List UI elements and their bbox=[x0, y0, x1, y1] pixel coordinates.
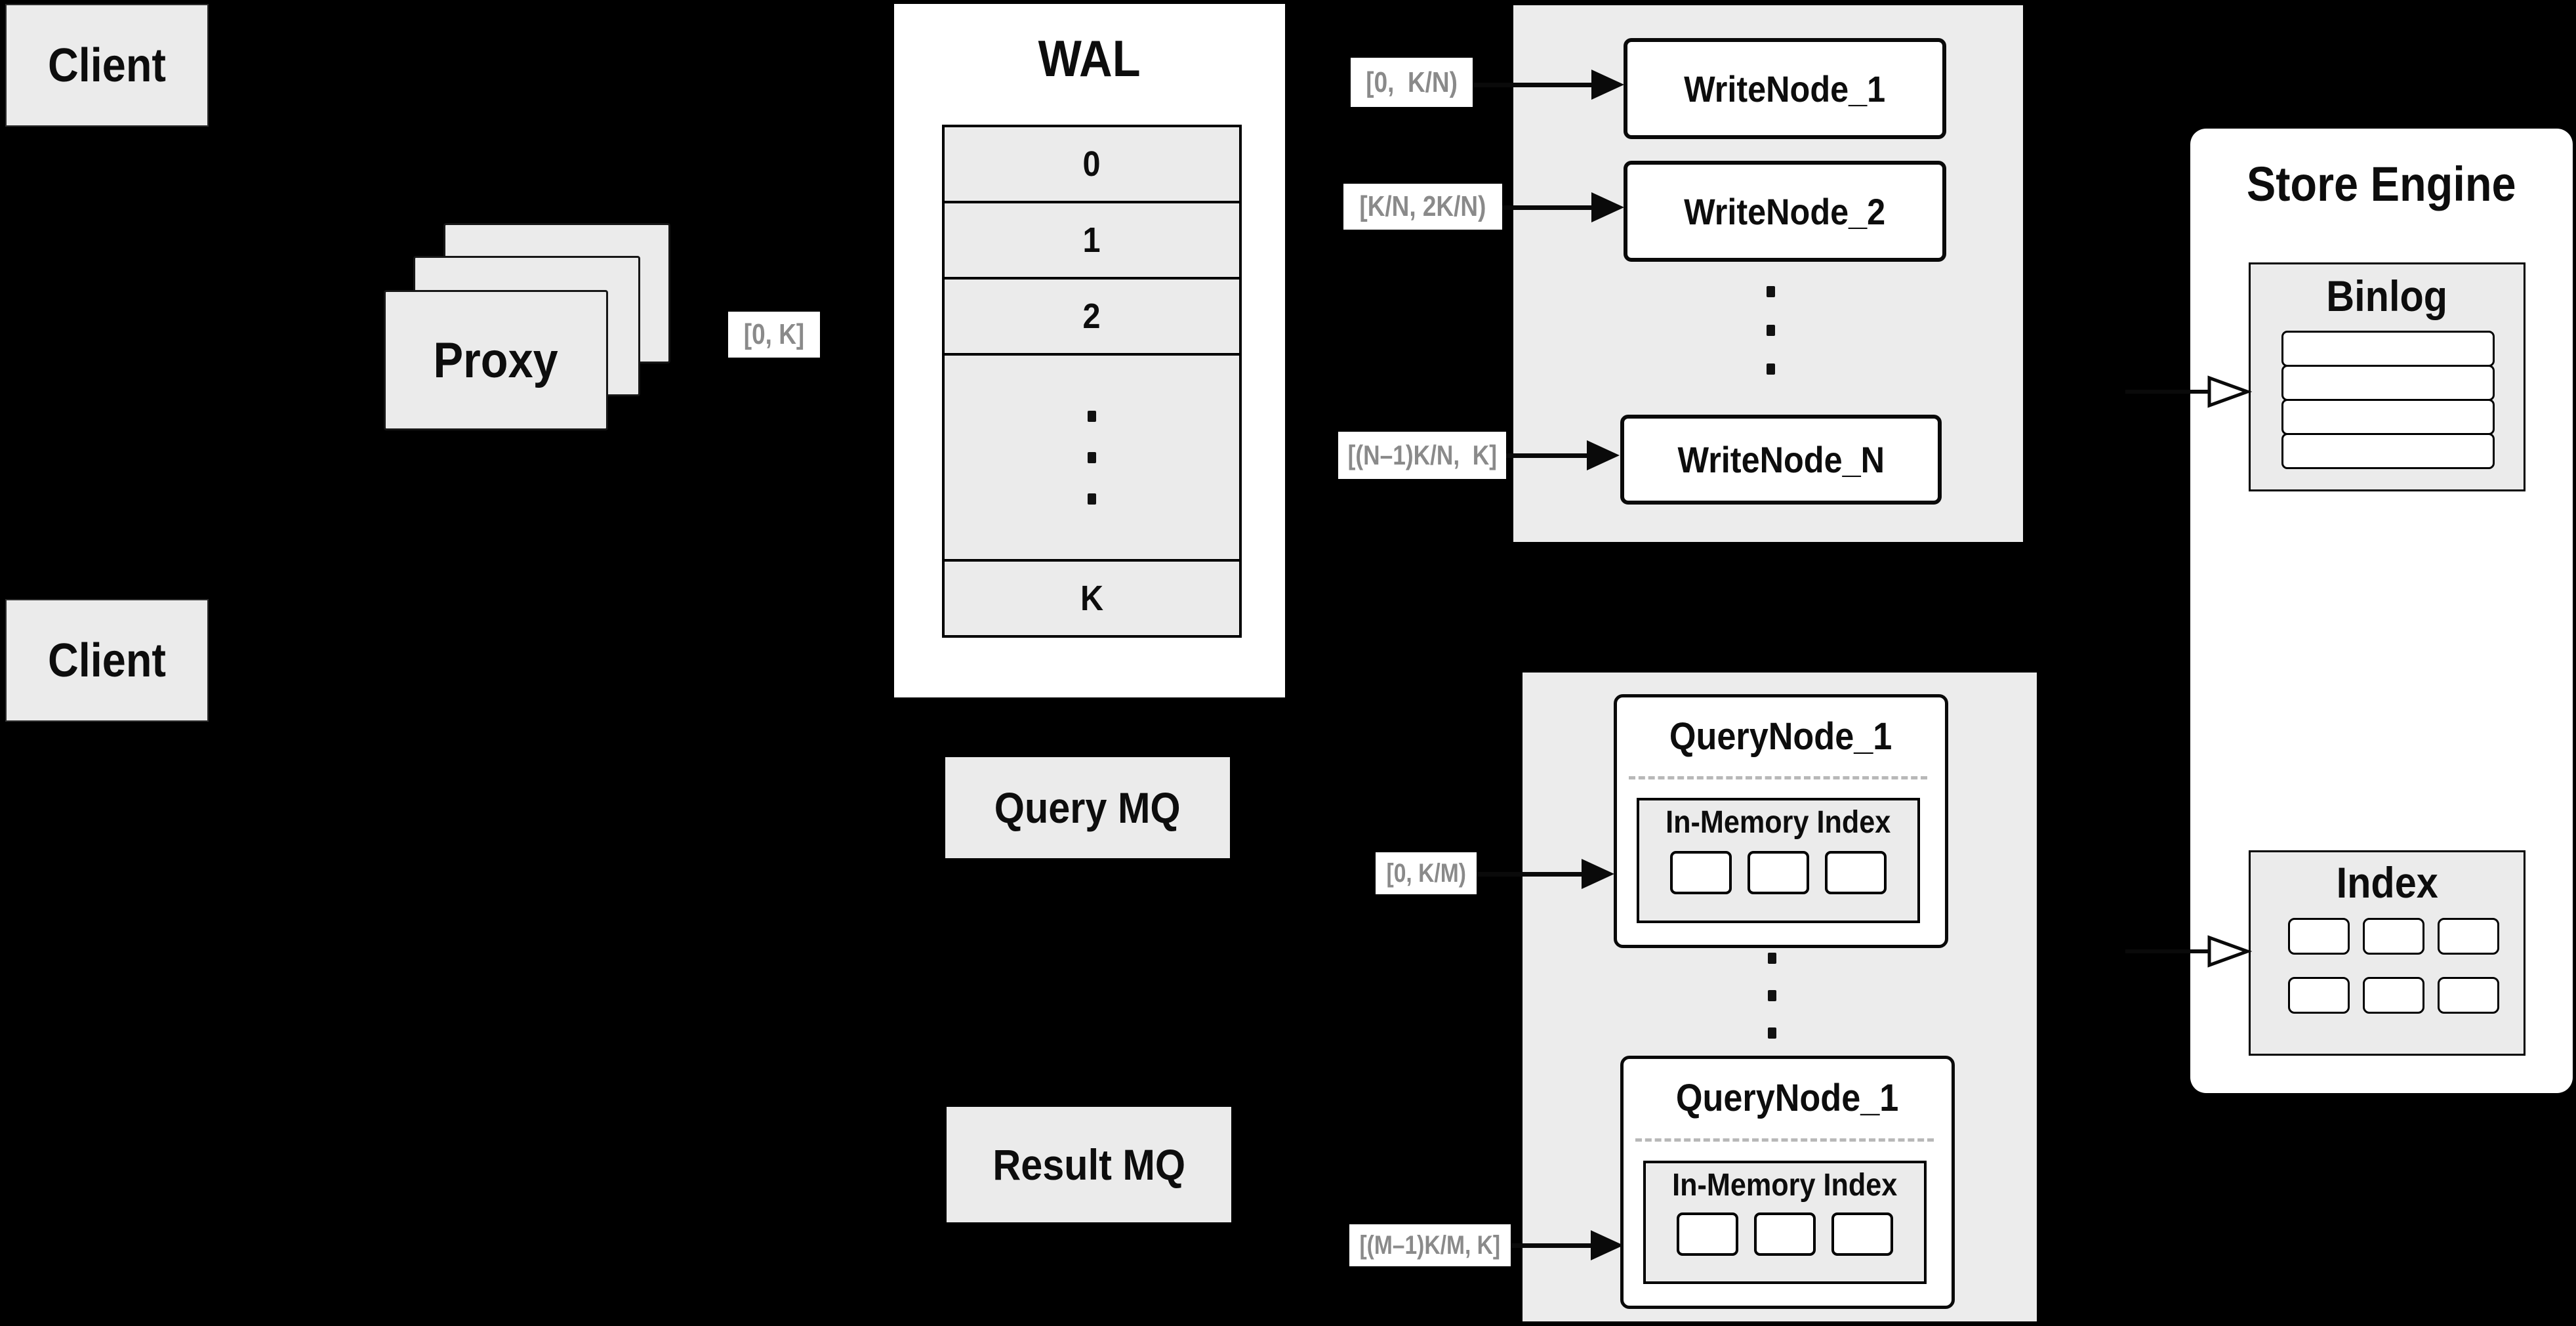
index-cell bbox=[2288, 977, 2350, 1014]
arrow-head-icon bbox=[1582, 859, 1614, 889]
index-segment bbox=[1825, 851, 1887, 894]
arrow-head-icon bbox=[1587, 440, 1620, 470]
index-cells-row bbox=[2288, 977, 2499, 1014]
arrow-line bbox=[1477, 872, 1583, 877]
range-label-0-k: [0, K] bbox=[728, 312, 820, 358]
arrow-head-icon bbox=[1591, 192, 1624, 222]
arrow-line bbox=[1511, 1243, 1593, 1248]
write-range-label-2: [K/N, 2K/N) bbox=[1343, 184, 1502, 230]
write-node-1: WriteNode_1 bbox=[1624, 38, 1946, 139]
query-node-top: QueryNode_1 In-Memory Index bbox=[1614, 694, 1948, 948]
index-cells-row bbox=[2288, 918, 2499, 955]
binlog-title: Binlog bbox=[2326, 272, 2448, 320]
dashed-divider bbox=[1629, 776, 1927, 779]
binlog-rows bbox=[2281, 331, 2495, 469]
index-cell bbox=[2363, 977, 2424, 1014]
result-mq-box: Result MQ bbox=[947, 1107, 1231, 1222]
query-node-title: QueryNode_1 bbox=[1676, 1076, 1899, 1119]
query-range-label-1: [0, K/M) bbox=[1376, 852, 1477, 894]
vertical-ellipsis-icon bbox=[1768, 953, 1776, 1039]
index-segment bbox=[1754, 1212, 1816, 1256]
wal-title: WAL bbox=[1038, 30, 1141, 87]
wal-row: 1 bbox=[945, 201, 1239, 277]
index-cell bbox=[2288, 918, 2350, 955]
wal-row: K bbox=[945, 559, 1239, 635]
binlog-box: Binlog bbox=[2249, 262, 2525, 491]
arrow-line bbox=[1502, 205, 1594, 210]
store-engine-box: Store Engine Binlog Index bbox=[2190, 129, 2573, 1093]
query-mq-box: Query MQ bbox=[945, 757, 1230, 858]
client-label: Client bbox=[47, 39, 166, 92]
wal-row: 2 bbox=[945, 277, 1239, 353]
inmemory-index-box: In-Memory Index bbox=[1643, 1161, 1927, 1284]
client-label: Client bbox=[47, 634, 166, 687]
arrow-head-icon bbox=[1591, 70, 1624, 100]
index-cell bbox=[2438, 977, 2499, 1014]
vertical-ellipsis-icon bbox=[1767, 286, 1775, 375]
wal-row: 0 bbox=[945, 127, 1239, 201]
write-range-label-1: [0, K/N) bbox=[1351, 58, 1473, 107]
proxy-label: Proxy bbox=[433, 332, 559, 388]
index-segment bbox=[1748, 851, 1809, 894]
client-box-bottom: Client bbox=[5, 599, 209, 722]
index-segment bbox=[1677, 1212, 1738, 1256]
query-node-title: QueryNode_1 bbox=[1669, 715, 1892, 758]
index-segment bbox=[1831, 1212, 1893, 1256]
index-box: Index bbox=[2249, 850, 2525, 1056]
arrow-line bbox=[1506, 453, 1591, 458]
write-node-n: WriteNode_N bbox=[1620, 415, 1942, 505]
arrow-head-icon bbox=[1591, 1230, 1624, 1260]
index-title: Index bbox=[2336, 858, 2438, 907]
index-cell bbox=[2363, 918, 2424, 955]
binlog-row bbox=[2281, 365, 2495, 401]
inmemory-segments bbox=[1646, 1212, 1924, 1256]
proxy-card-front: Proxy bbox=[384, 290, 608, 430]
wal-box: WAL 0 1 2 K bbox=[894, 4, 1285, 697]
binlog-row bbox=[2281, 399, 2495, 435]
store-engine-title: Store Engine bbox=[2247, 157, 2516, 211]
binlog-row bbox=[2281, 331, 2495, 367]
wal-table: 0 1 2 K bbox=[942, 125, 1242, 638]
inmemory-segments bbox=[1639, 851, 1917, 894]
inmemory-index-title: In-Memory Index bbox=[1672, 1168, 1898, 1203]
inmemory-index-box: In-Memory Index bbox=[1637, 798, 1920, 923]
dashed-divider bbox=[1635, 1138, 1934, 1142]
open-arrow-icon bbox=[2125, 935, 2253, 968]
write-range-label-3: [(N–1)K/N, K] bbox=[1338, 432, 1506, 479]
wal-row-ellipsis bbox=[945, 353, 1239, 559]
index-cell bbox=[2438, 918, 2499, 955]
client-box-top: Client bbox=[5, 4, 209, 127]
query-node-bottom: QueryNode_1 In-Memory Index bbox=[1620, 1056, 1955, 1309]
binlog-row bbox=[2281, 433, 2495, 469]
inmemory-index-title: In-Memory Index bbox=[1666, 805, 1891, 840]
write-node-2: WriteNode_2 bbox=[1624, 161, 1946, 262]
index-segment bbox=[1670, 851, 1732, 894]
open-arrow-icon bbox=[2125, 375, 2253, 408]
arrow-line bbox=[1473, 83, 1594, 87]
query-range-label-2: [(M–1)K/M, K] bbox=[1349, 1224, 1511, 1266]
vertical-ellipsis-icon bbox=[1088, 410, 1096, 505]
